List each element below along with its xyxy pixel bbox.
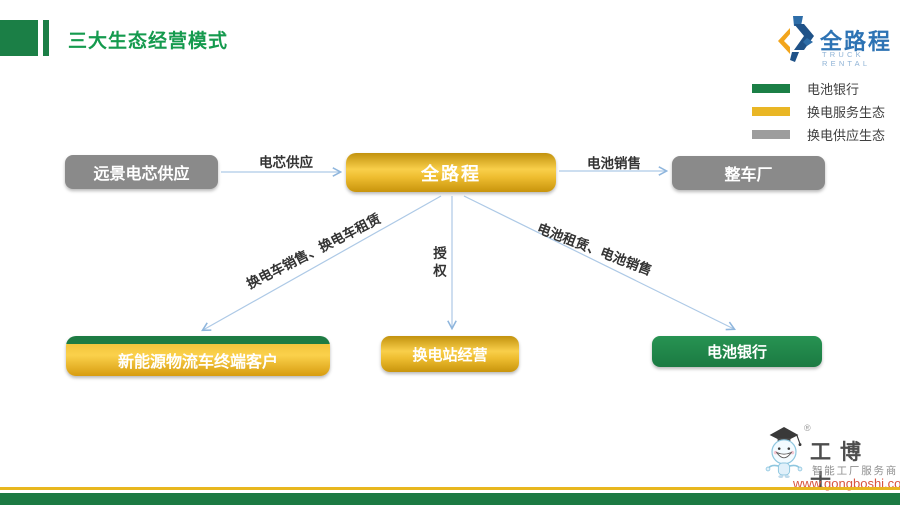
node-end-customers: 新能源物流车终端客户 bbox=[66, 336, 330, 376]
edge-label-authorization: 授权 bbox=[431, 246, 446, 281]
legend-label: 换电服务生态 bbox=[807, 104, 886, 120]
node-swap-station: 换电站经营 bbox=[381, 336, 519, 372]
legend-item-swap-service: 换电服务生态 bbox=[752, 105, 885, 120]
edge-label-cell-supply: 电芯供应 bbox=[259, 155, 313, 170]
truck-rental-logo-icon bbox=[778, 16, 814, 62]
footer-gold-line bbox=[0, 487, 900, 490]
edge-label-battery-lease-sale: 电池租赁、电池销售 bbox=[535, 220, 654, 279]
registered-mark: ® bbox=[804, 423, 811, 433]
title-corner-accent-bar bbox=[43, 20, 49, 56]
arrow-to-customers bbox=[201, 195, 442, 332]
watermark-tagline: 智能工厂服务商 bbox=[812, 465, 899, 477]
title-corner-block bbox=[0, 20, 38, 56]
page-title: 三大生态经营模式 bbox=[68, 31, 229, 52]
logo-name: 全路程 bbox=[820, 29, 893, 54]
edge-label-battery-sale: 电池销售 bbox=[587, 156, 641, 171]
arrow-to-bank bbox=[463, 195, 737, 331]
node-end-customers-label: 新能源物流车终端客户 bbox=[66, 344, 330, 376]
legend: 电池银行 换电服务生态 换电供应生态 bbox=[752, 82, 885, 143]
legend-label: 换电供应生态 bbox=[807, 127, 886, 143]
legend-item-battery-bank: 电池银行 bbox=[752, 82, 885, 97]
node-end-customers-green-cap bbox=[66, 336, 330, 344]
gongboshi-mascot-icon bbox=[765, 427, 803, 479]
node-company: 全路程 bbox=[346, 153, 556, 192]
logo-subtitle: TRUCK RENTAL bbox=[822, 50, 871, 68]
edge-label-vehicle-sale-lease: 换电车销售、换电车租赁 bbox=[244, 210, 384, 292]
legend-swatch-gold bbox=[752, 106, 790, 116]
node-battery-bank: 电池银行 bbox=[652, 336, 822, 367]
legend-label: 电池银行 bbox=[807, 81, 860, 97]
legend-swatch-green bbox=[752, 83, 790, 93]
legend-swatch-gray bbox=[752, 129, 790, 139]
node-cell-supplier: 远景电芯供应 bbox=[65, 155, 218, 189]
node-oem: 整车厂 bbox=[672, 156, 825, 190]
legend-item-swap-supply: 换电供应生态 bbox=[752, 128, 885, 143]
footer-green-bar bbox=[0, 493, 900, 505]
